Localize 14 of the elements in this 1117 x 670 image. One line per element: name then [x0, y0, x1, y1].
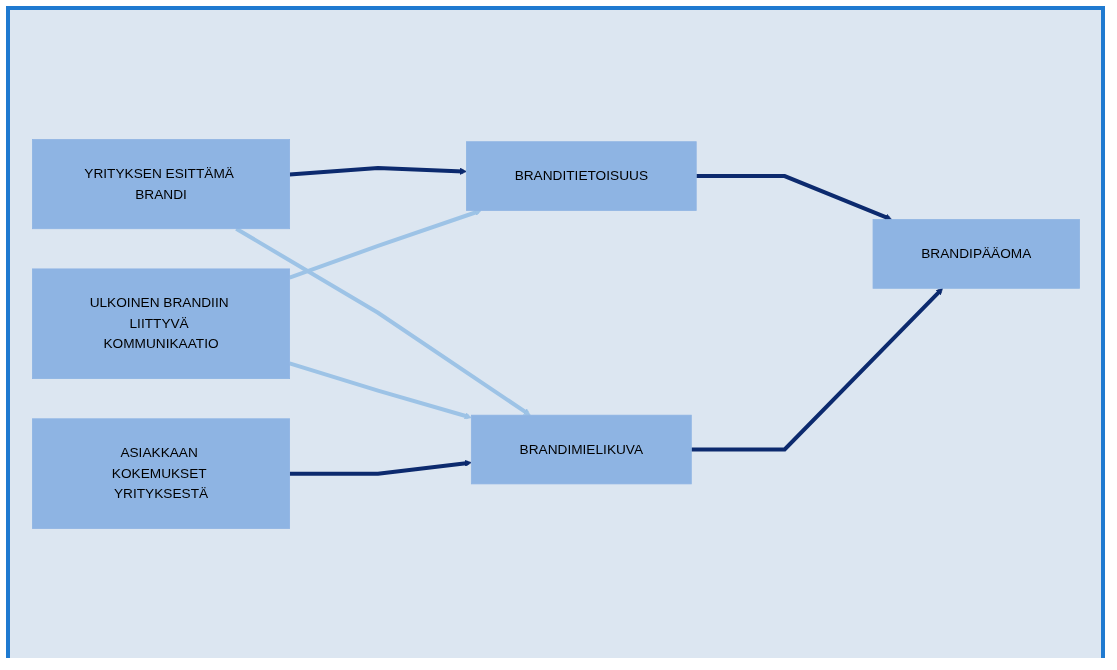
- node-box: [31, 139, 290, 230]
- node-box: [31, 268, 290, 379]
- arrow: [288, 166, 467, 177]
- node-box: [470, 414, 692, 485]
- arrow: [234, 227, 531, 416]
- arrow: [695, 174, 892, 221]
- arrow: [288, 361, 472, 420]
- arrow: [690, 287, 943, 452]
- arrow: [288, 209, 482, 280]
- diagram-background: YRITYKSEN ESITTÄMÄ BRANDI BRANDITIETOISUUS ULKOINEN BRANDIIN LIITTYVÄ KOMMUNIKAATIO BRANDIPÄÄOMA ASIAKKAAN KOKEMUKSET YRITYKSESTÄ BRANDIMIELIKUVA: [6, 6, 1105, 658]
- arrow: [289, 459, 472, 476]
- node-box: [31, 418, 290, 529]
- node-box: [465, 141, 697, 211]
- node-box: [872, 219, 1080, 289]
